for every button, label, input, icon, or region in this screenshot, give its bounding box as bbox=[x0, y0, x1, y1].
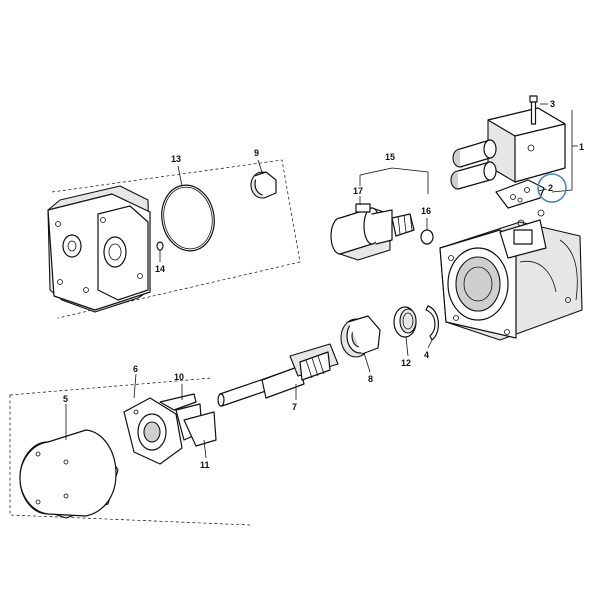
pump-housing[interactable] bbox=[439, 209, 583, 341]
pump-head[interactable] bbox=[19, 429, 119, 519]
drive-shaft[interactable] bbox=[217, 343, 339, 407]
callout-8[interactable]: 8 bbox=[368, 374, 373, 384]
callout-6[interactable]: 6 bbox=[133, 364, 138, 374]
callout-7[interactable]: 7 bbox=[292, 402, 297, 412]
callout-10[interactable]: 10 bbox=[174, 372, 184, 382]
callout-12[interactable]: 12 bbox=[401, 358, 411, 368]
assembly-outline-lower-left bbox=[9, 377, 251, 526]
retainer-bracket[interactable] bbox=[159, 393, 217, 447]
callout-9[interactable]: 9 bbox=[254, 148, 259, 158]
callout-14[interactable]: 14 bbox=[155, 264, 165, 274]
valve-port-lower bbox=[450, 161, 497, 190]
control-valve-block[interactable] bbox=[450, 107, 566, 190]
callout-17[interactable]: 17 bbox=[353, 186, 363, 196]
solenoid-o-ring[interactable] bbox=[420, 229, 434, 245]
callout-labels: 1 2 3 4 5 6 7 8 9 10 11 12 13 14 15 16 1… bbox=[63, 99, 584, 470]
callout-4[interactable]: 4 bbox=[424, 350, 429, 360]
callout-5[interactable]: 5 bbox=[63, 394, 68, 404]
assembly-outline-upper-left bbox=[51, 159, 301, 319]
swash-plate[interactable] bbox=[123, 397, 183, 465]
callout-2-highlight bbox=[537, 173, 567, 203]
o-ring-small[interactable] bbox=[156, 241, 164, 251]
o-ring-large[interactable] bbox=[157, 181, 220, 255]
callout-16[interactable]: 16 bbox=[421, 206, 431, 216]
bearing-shaft[interactable] bbox=[340, 315, 381, 358]
seal-ring[interactable] bbox=[393, 306, 417, 338]
callout-13[interactable]: 13 bbox=[171, 154, 181, 164]
callout-11[interactable]: 11 bbox=[200, 460, 210, 470]
rear-cover-plate[interactable] bbox=[47, 185, 151, 313]
solenoid-valve[interactable] bbox=[330, 203, 415, 261]
snap-ring[interactable] bbox=[425, 305, 439, 341]
mounting-bolt[interactable] bbox=[529, 95, 538, 125]
valve-gasket[interactable] bbox=[495, 179, 545, 209]
leader-lines bbox=[65, 103, 578, 459]
valve-port-upper bbox=[452, 139, 497, 168]
bearing-upper[interactable] bbox=[250, 171, 277, 199]
callout-3[interactable]: 3 bbox=[550, 99, 555, 109]
callout-15[interactable]: 15 bbox=[385, 152, 395, 162]
callout-2[interactable]: 2 bbox=[548, 183, 553, 193]
callout-1[interactable]: 1 bbox=[579, 142, 584, 152]
